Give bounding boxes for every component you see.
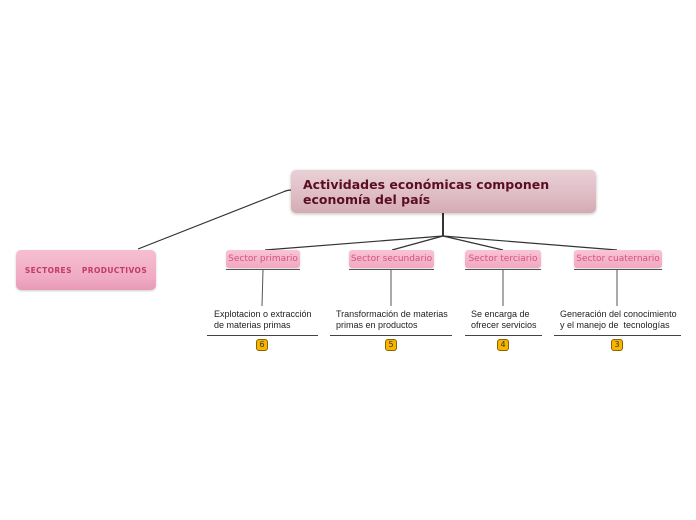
central-topic-line1: Actividades económicas componen [303, 177, 550, 192]
connector-sector-cuaternario [442, 235, 618, 251]
description-terciario[interactable]: Se encarga de ofrecer servicios [471, 309, 537, 331]
description-line: Se encarga de [471, 309, 530, 319]
root-topic[interactable]: SECTORES PRODUCTIVOS [16, 250, 156, 290]
description-line: Generación del conocimiento [560, 309, 677, 319]
sector-underline [349, 269, 434, 270]
description-line: y el manejo de tecnologías [560, 320, 670, 330]
description-underline [465, 335, 542, 336]
central-topic[interactable]: Actividades económicas componen economía… [291, 170, 596, 213]
sector-label: Sector cuaternario [576, 254, 660, 264]
connector-sector-primario [264, 235, 444, 251]
description-cuaternario[interactable]: Generación del conocimiento y el manejo … [560, 309, 677, 331]
central-topic-line2: economía del país [303, 192, 431, 207]
sector-underline [574, 269, 662, 270]
sector-underline [465, 269, 541, 270]
sector-node-terciario[interactable]: Sector terciario [465, 250, 541, 268]
description-line: Explotacion o extracción [214, 309, 312, 319]
description-secundario[interactable]: Transformación de materias primas en pro… [336, 309, 448, 331]
task-count-badge[interactable]: 3 [611, 339, 623, 351]
sector-label: Sector terciario [468, 254, 538, 264]
task-count-badge[interactable]: 4 [497, 339, 509, 351]
description-line: Transformación de materias [336, 309, 448, 319]
sector-label: Sector secundario [350, 254, 433, 264]
task-count-badge[interactable]: 6 [256, 339, 268, 351]
connector-root-central [137, 189, 293, 250]
sector-node-secundario[interactable]: Sector secundario [349, 250, 434, 268]
connector-sector-secundario [391, 235, 444, 251]
description-underline [554, 335, 681, 336]
description-underline [330, 335, 452, 336]
sector-label: Sector primario [228, 254, 298, 264]
description-line: primas en productos [336, 320, 418, 330]
root-topic-label: SECTORES PRODUCTIVOS [24, 265, 148, 275]
task-count-badge[interactable]: 5 [385, 339, 397, 351]
sector-node-cuaternario[interactable]: Sector cuaternario [574, 250, 662, 268]
sector-underline [226, 269, 300, 270]
sector-node-primario[interactable]: Sector primario [226, 250, 300, 268]
description-line: ofrecer servicios [471, 320, 537, 330]
description-primario[interactable]: Explotacion o extracción de materias pri… [214, 309, 312, 331]
connector-primario-desc [261, 269, 264, 307]
description-line: de materias primas [214, 320, 291, 330]
connector-sector-terciario [442, 235, 504, 251]
description-underline [207, 335, 318, 336]
